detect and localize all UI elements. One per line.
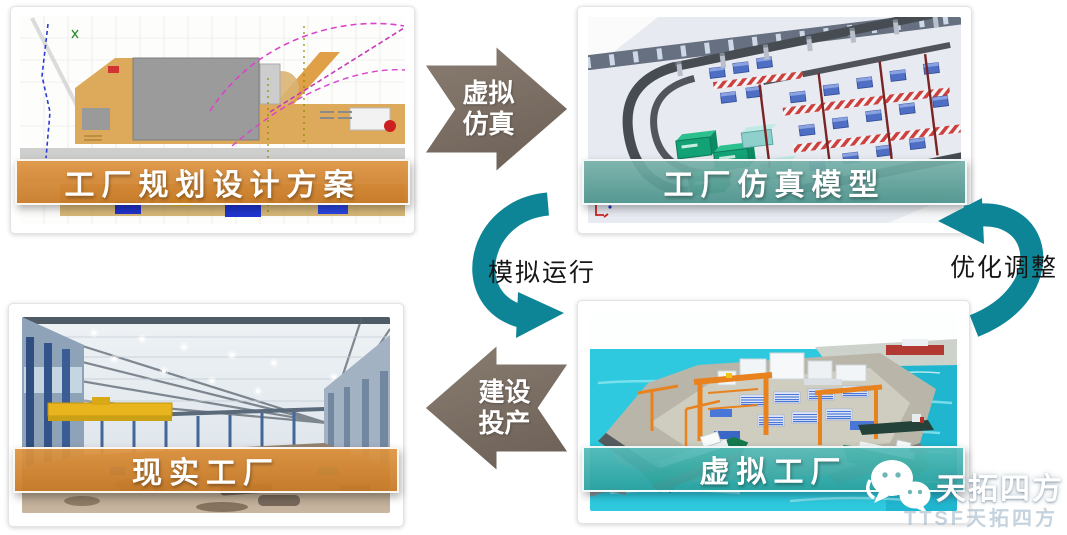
arrow-build-production-label: 建设 投产 — [423, 344, 570, 472]
card-real-factory: 现实工厂 — [8, 303, 404, 527]
arrow-label-line1: 虚拟 — [462, 78, 515, 109]
optimize-adjust-label: 优化调整 — [950, 254, 1059, 282]
factory-plan-label: 工厂规划设计方案 — [64, 169, 361, 202]
simulate-run-label: 模拟运行 — [488, 259, 597, 287]
virtual-factory-label: 虚拟工厂 — [699, 456, 848, 489]
wechat-watermark: 天拓四方 TTSF天拓四方 — [864, 454, 1064, 532]
simulation-model-label: 工厂仿真模型 — [663, 169, 886, 202]
arrow-virtual-simulation: 虚拟 仿真 — [423, 45, 570, 173]
card-simulation-model: 工厂仿真模型 — [577, 6, 972, 234]
arrow-label-line2: 仿真 — [462, 109, 515, 139]
real-factory-label: 现实工厂 — [132, 457, 280, 490]
card-factory-plan: 工厂规划设计方案 — [10, 6, 415, 234]
real-factory-banner: 现实工厂 — [13, 447, 399, 493]
arrow-virtual-simulation-label: 虚拟 仿真 — [423, 45, 570, 173]
wechat-icon — [866, 460, 931, 514]
wechat-account-name: 天拓四方 — [936, 473, 1064, 506]
arrow-build-production: 建设 投产 — [423, 344, 570, 472]
arrow-label-line2: 投产 — [478, 408, 531, 438]
company-logo-text: TTSF天拓四方 — [904, 508, 1058, 530]
arrow-label-line1: 建设 — [478, 377, 531, 408]
factory-plan-banner: 工厂规划设计方案 — [15, 159, 410, 205]
simulation-model-banner: 工厂仿真模型 — [582, 159, 967, 205]
